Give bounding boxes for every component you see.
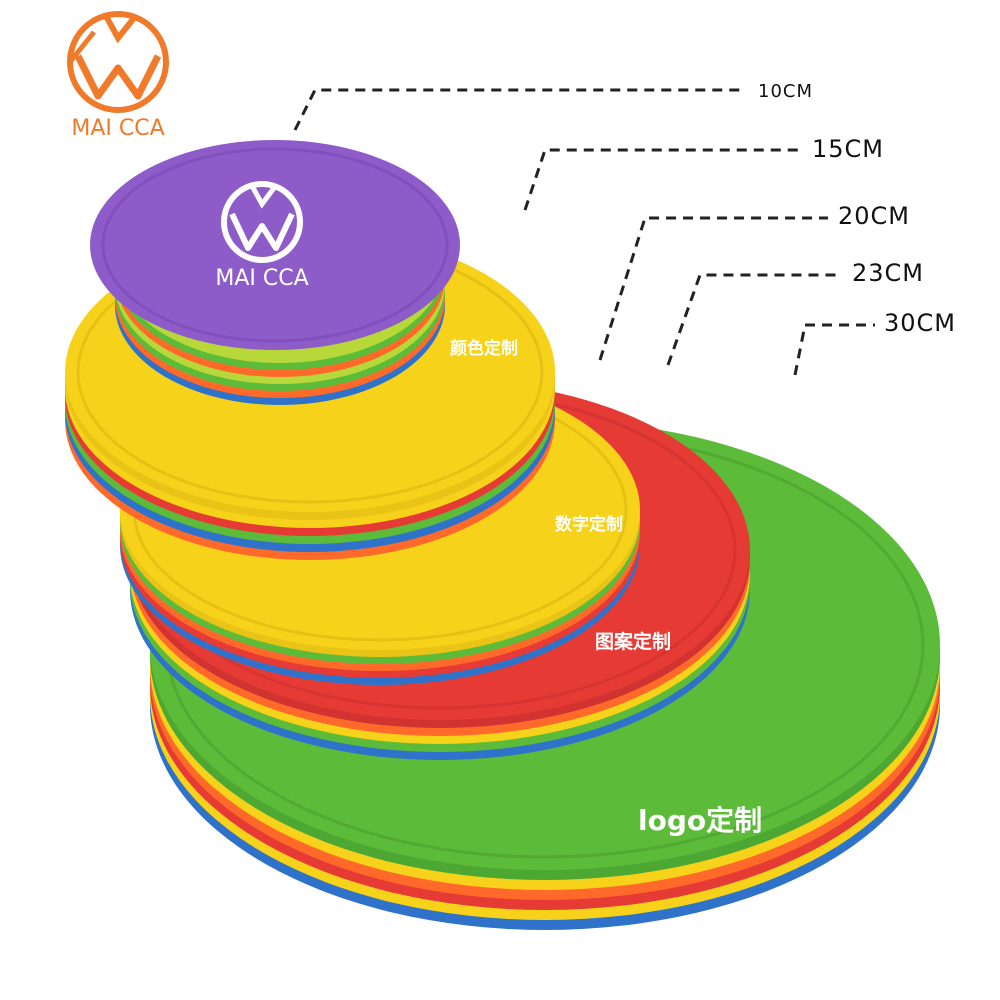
size-label-23cm: 23CM [852, 259, 924, 287]
dimension-leaders [293, 88, 875, 376]
label-logo-custom: logo定制 [638, 804, 762, 837]
size-label-30cm: 30CM [884, 309, 956, 337]
size-label-15cm: 15CM [812, 135, 884, 163]
label-pattern-custom: 图案定制 [595, 630, 671, 653]
label-color-custom: 颜色定制 [450, 338, 518, 359]
size-label-10cm: 10CM [758, 81, 813, 102]
leader-20cm [598, 216, 828, 361]
brand-name: MAI CCA [71, 116, 164, 141]
disc-brand-name: MAI CCA [215, 266, 308, 291]
label-number-custom: 数字定制 [555, 514, 623, 535]
leader-15cm [523, 148, 800, 211]
brand-ball-icon [67, 11, 169, 113]
leader-30cm [793, 323, 875, 376]
leader-10cm [293, 88, 745, 131]
soccer-ball-icon [221, 181, 303, 263]
size-label-20cm: 20CM [838, 202, 910, 230]
leader-23cm [666, 273, 840, 366]
brand-logo: MAI CCA [67, 11, 169, 141]
disc-logo: MAI CCA [215, 181, 309, 291]
